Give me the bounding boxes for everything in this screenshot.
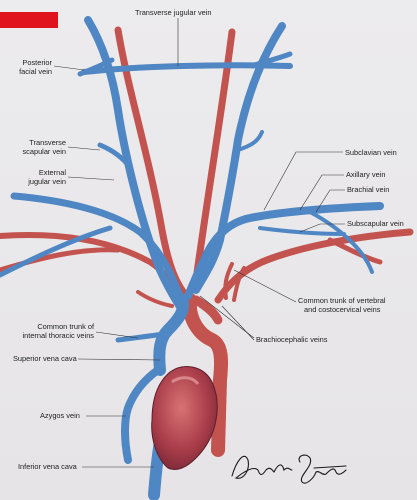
azygos-vein-path bbox=[121, 366, 162, 464]
label-common-trunk-internal-thoracic-line2: internal thoracic veins bbox=[22, 331, 94, 340]
label-brachial-vein: Brachial vein bbox=[347, 185, 390, 194]
brachiocephalic-confluence-path bbox=[153, 294, 189, 376]
label-transverse-jugular-vein: Transverse jugular vein bbox=[135, 8, 212, 17]
left-axillary-path bbox=[0, 225, 113, 278]
right-transverse-scapular-path bbox=[236, 130, 264, 152]
right-external-jugular-path bbox=[192, 22, 286, 294]
brachiocephalic-trunk bbox=[191, 295, 223, 325]
left-posterior-facial-path bbox=[77, 57, 115, 77]
label-common-trunk-internal-thoracic-line1: Common trunk of bbox=[37, 322, 94, 331]
internal-thoracic-trunk-path bbox=[115, 331, 167, 343]
corner-mark bbox=[0, 12, 58, 28]
right-carotid-artery bbox=[192, 28, 236, 284]
label-transverse-scapular-vein-line1: Transverse bbox=[29, 138, 66, 147]
label-common-trunk-vertebral-line1: Common trunk of vertebral bbox=[298, 296, 386, 305]
label-inferior-vena-cava: Inferior vena cava bbox=[18, 462, 77, 471]
right-posterior-facial-path bbox=[249, 51, 293, 69]
label-external-jugular-vein-line2: jugular vein bbox=[28, 177, 66, 186]
leader-lines bbox=[53, 18, 345, 468]
right-small-branch-1 bbox=[232, 266, 246, 302]
right-axillary-branch-path bbox=[308, 210, 374, 274]
heart-highlight bbox=[171, 376, 200, 386]
heart-shape bbox=[151, 366, 218, 471]
label-subclavian-vein: Subclavian vein bbox=[345, 148, 397, 157]
left-descending-branch bbox=[136, 290, 174, 308]
left-external-jugular-path bbox=[84, 16, 186, 314]
left-subclavian-vein-path bbox=[10, 192, 184, 300]
label-azygos-vein: Azygos vein bbox=[40, 411, 80, 420]
label-posterior-facial-vein-line1: Posterior bbox=[22, 58, 52, 67]
right-small-branch-2 bbox=[223, 262, 234, 300]
right-subscapular-path bbox=[258, 226, 346, 236]
label-superior-vena-cava: Superior vena cava bbox=[13, 354, 77, 363]
right-subclavian-vein-path bbox=[184, 202, 384, 300]
aorta bbox=[182, 293, 228, 457]
label-transverse-scapular-vein-line2: scapular vein bbox=[22, 147, 66, 156]
label-external-jugular-vein-line1: External bbox=[38, 168, 66, 177]
label-subscapular-vein: Subscapular vein bbox=[347, 219, 404, 228]
signature bbox=[231, 454, 347, 484]
right-subclavian-artery bbox=[214, 228, 414, 304]
right-artery-branch bbox=[327, 237, 383, 265]
label-posterior-facial-vein-line2: facial vein bbox=[19, 67, 52, 76]
label-axillary-vein: Axillary vein bbox=[346, 170, 386, 179]
left-transverse-scapular-path bbox=[97, 142, 133, 171]
label-brachiocephalic-veins: Brachiocephalic veins bbox=[256, 335, 328, 344]
label-common-trunk-vertebral-line2: and costocervical veins bbox=[304, 305, 381, 314]
